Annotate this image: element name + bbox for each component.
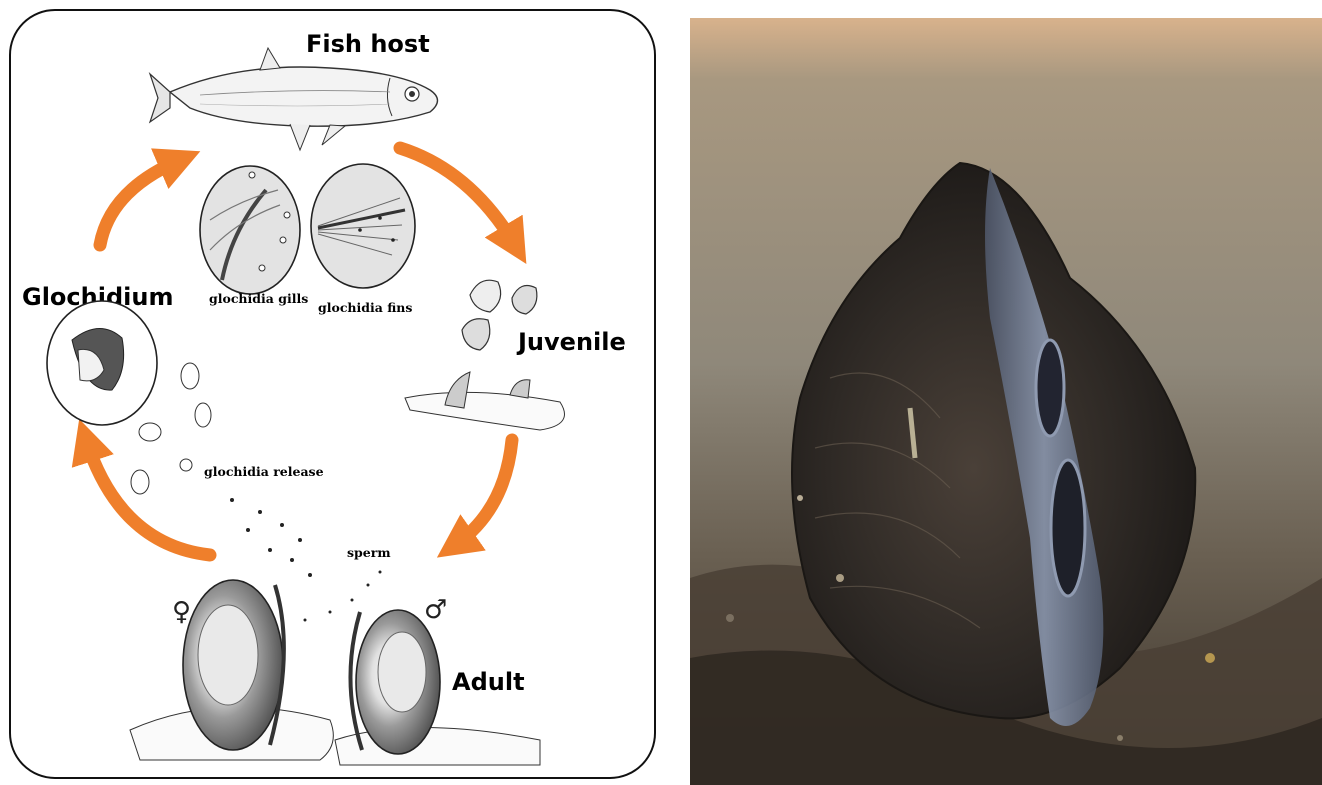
adult-label: Adult [452, 668, 525, 696]
mussel-photograph [690, 18, 1322, 785]
glochidia-release-label: glochidia release [204, 464, 324, 479]
juvenile-label: Juvenile [516, 328, 626, 356]
glochidia-gills-illustration [200, 166, 300, 294]
glochidia-fins-illustration [311, 164, 415, 288]
glochidium-illustration [47, 301, 157, 425]
female-symbol: ♀ [172, 597, 191, 627]
sperm-label: sperm [347, 545, 391, 560]
glochidia-fins-label: glochidia fins [318, 300, 412, 315]
fish-host-label: Fish host [306, 30, 430, 58]
glochidia-gills-label: glochidia gills [209, 291, 308, 306]
male-symbol: ♂ [424, 595, 447, 625]
mussel-life-cycle-diagram: Fish host glochidia gills glochidia fins… [0, 0, 665, 785]
